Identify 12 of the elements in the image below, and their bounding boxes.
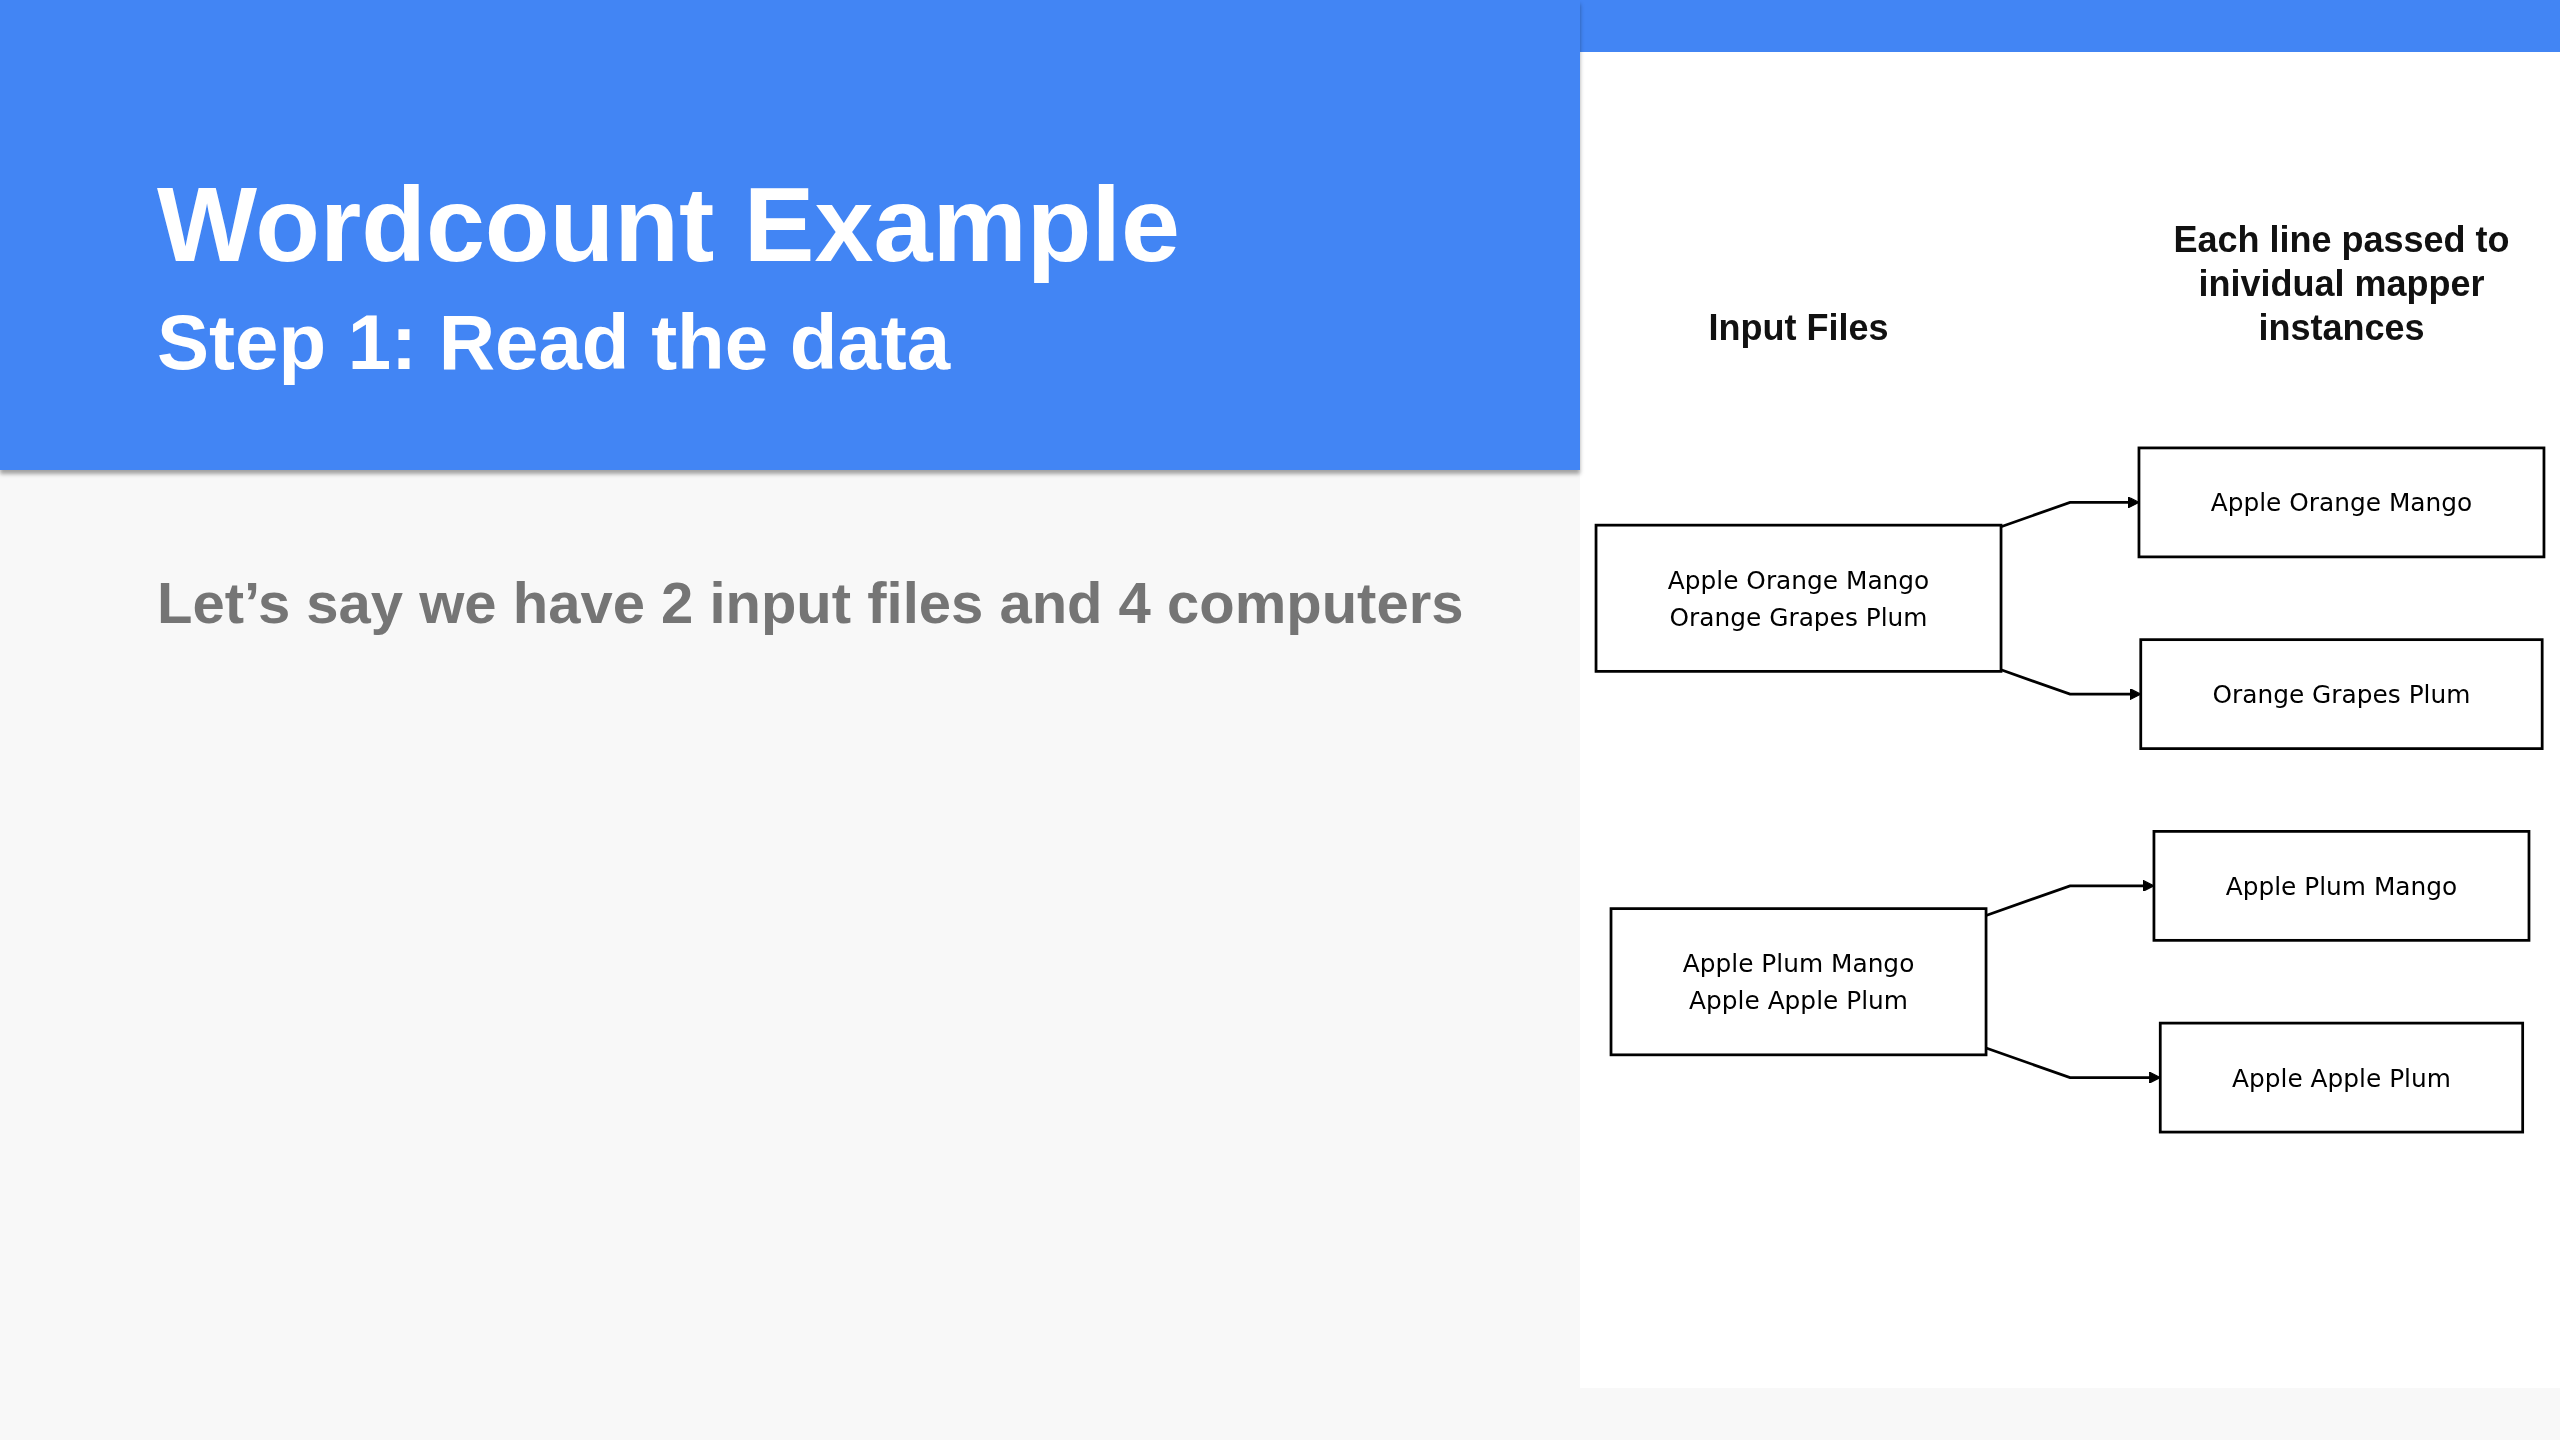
column-heading: Each line passed to inividual mapper instances	[2172, 218, 2511, 350]
node-box: Orange Grapes Plum	[2139, 638, 2544, 750]
body-text: Let’s say we have 2 input files and 4 computers	[157, 569, 1465, 637]
slide-subtitle: Step 1: Read the data	[157, 298, 951, 388]
column-heading: Input Files	[1707, 306, 1890, 350]
node-box: Apple Orange Mango Orange Grapes Plum	[1594, 523, 2003, 673]
node-box: Apple Plum Mango Apple Apple Plum	[1609, 907, 1988, 1057]
node-box: Apple Apple Plum	[2158, 1021, 2525, 1134]
arrow	[1985, 1046, 2161, 1084]
slide-title: Wordcount Example	[157, 166, 1180, 283]
node-box: Apple Orange Mango	[2137, 446, 2546, 559]
node-box: Apple Plum Mango	[2152, 830, 2531, 942]
